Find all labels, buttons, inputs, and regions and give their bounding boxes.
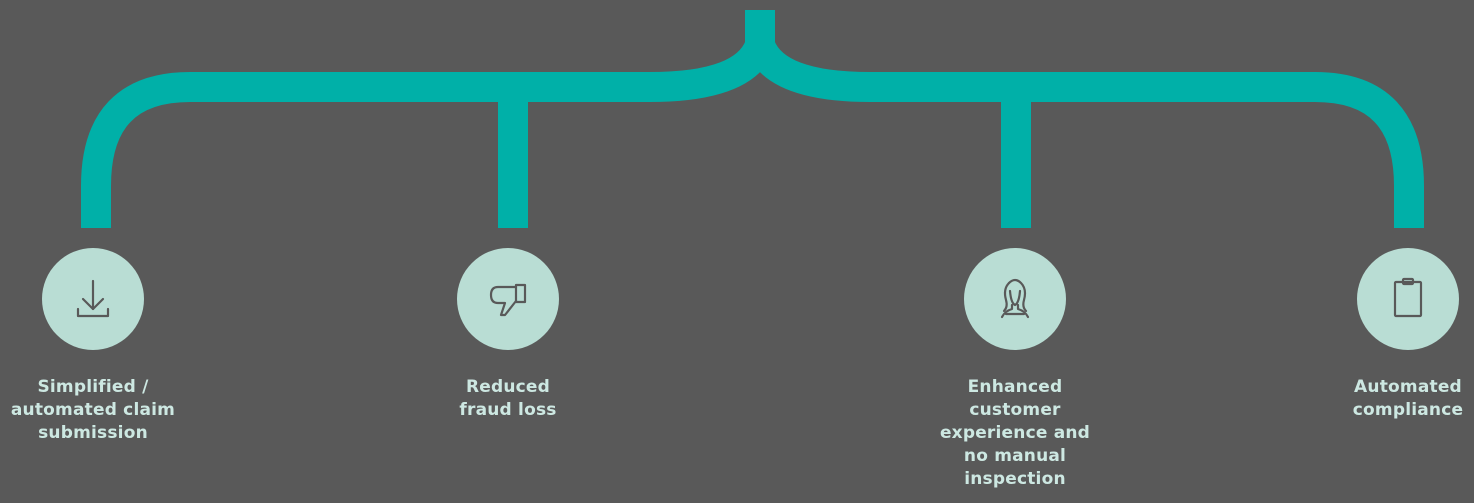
person-icon bbox=[1000, 278, 1030, 319]
benefit-icon-circle bbox=[457, 248, 559, 350]
clipboard-icon bbox=[1393, 277, 1423, 318]
benefit-label: Simplified / automated claim submission bbox=[10, 377, 176, 443]
thumbs-down-icon bbox=[489, 283, 527, 317]
benefit-label: Enhanced customer experience and no manu… bbox=[939, 377, 1091, 489]
benefit-fraud-loss: Reduced fraud loss bbox=[418, 248, 598, 422]
benefit-label: Reduced fraud loss bbox=[459, 377, 557, 420]
benefit-claim-submission: Simplified / automated claim submission bbox=[3, 248, 183, 445]
benefit-icon-circle bbox=[964, 248, 1066, 350]
brace-right-arm bbox=[745, 38, 1424, 228]
benefit-label: Automated compliance bbox=[1352, 377, 1464, 420]
brace-left-arm bbox=[81, 38, 775, 228]
benefit-icon-circle bbox=[1357, 248, 1459, 350]
benefit-customer-experience: Enhanced customer experience and no manu… bbox=[925, 248, 1105, 491]
download-icon bbox=[76, 279, 110, 318]
benefit-compliance: Automated compliance bbox=[1318, 248, 1474, 422]
benefit-icon-circle bbox=[42, 248, 144, 350]
